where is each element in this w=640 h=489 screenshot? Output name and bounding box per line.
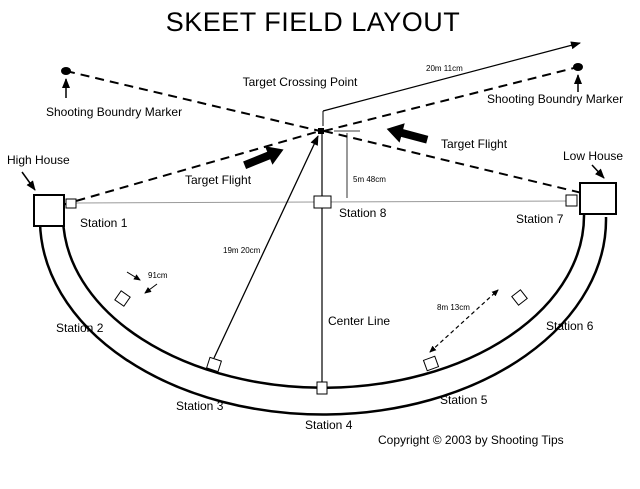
- copyright-text: Copyright © 2003 by Shooting Tips: [378, 433, 564, 447]
- target-flight-line-high: [61, 130, 321, 206]
- station3-to-crossing-label: 19m 20cm: [223, 246, 261, 255]
- boundary-marker-left-label: Shooting Boundry Marker: [46, 105, 182, 119]
- target-flight-right-label: Target Flight: [441, 137, 508, 151]
- boundary-marker-left: [61, 67, 71, 75]
- boundary-line-right: [323, 66, 579, 132]
- station-2-label: Station 2: [56, 321, 104, 335]
- station-5-label: Station 5: [440, 393, 488, 407]
- crossing-to-station8-label: 5m 48cm: [353, 175, 386, 184]
- station-7-label: Station 7: [516, 212, 564, 226]
- station-6-pad: [511, 289, 528, 306]
- station-1-pad: [65, 198, 77, 209]
- target-crossing-label: Target Crossing Point: [243, 75, 358, 89]
- station-6-label: Station 6: [546, 319, 594, 333]
- station-7-pad: [565, 194, 578, 207]
- field-arc-inner: [61, 212, 586, 390]
- high-house-pointer: [21, 171, 36, 191]
- field-arc-outer: [38, 216, 608, 416]
- boundary-distance-label: 20m 11cm: [426, 64, 463, 73]
- station-2-pad: [114, 290, 131, 307]
- boundary-marker-right: [573, 63, 583, 71]
- gap-arrow-2: [144, 283, 158, 294]
- station-3-pad: [205, 356, 223, 373]
- gap-arrow-1: [126, 271, 141, 281]
- target-flight-arrow-left: [243, 146, 284, 169]
- station-3-label: Station 3: [176, 399, 224, 413]
- station-4-pad: [316, 381, 328, 395]
- low-house-pointer: [591, 164, 605, 179]
- target-crossing-point: [318, 128, 324, 134]
- page-title: SKEET FIELD LAYOUT: [166, 7, 461, 37]
- station-4-label: Station 4: [305, 418, 353, 432]
- station3-to-crossing-arrow: [213, 135, 319, 359]
- station-spacing-label: 8m 13cm: [437, 303, 470, 312]
- target-flight-left-label: Target Flight: [185, 173, 252, 187]
- station-8-pad: [313, 195, 332, 209]
- high-house-label: High House: [7, 153, 70, 167]
- center-line-label: Center Line: [328, 314, 390, 328]
- target-flight-arrow-right: [386, 123, 429, 144]
- boundary-line-left: [65, 70, 321, 132]
- station-spacing-arrow: [429, 289, 499, 353]
- station-1-label: Station 1: [80, 216, 128, 230]
- low-house-label: Low House: [563, 149, 623, 163]
- station-5-pad: [422, 355, 440, 372]
- station-8-label: Station 8: [339, 206, 387, 220]
- boundary-distance-arrow: [322, 41, 581, 112]
- high-house: [33, 194, 65, 227]
- house-gap-label: 91cm: [148, 271, 168, 280]
- boundary-marker-right-label: Shooting Boundry Marker: [487, 92, 623, 106]
- low-house: [579, 182, 617, 215]
